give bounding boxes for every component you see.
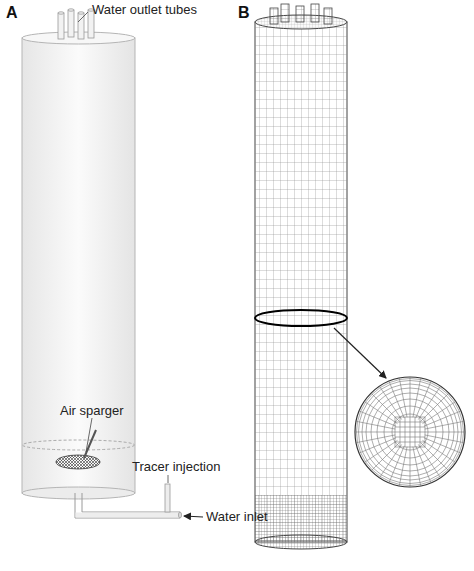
part-label: Water outlet tubes — [92, 3, 197, 17]
mesh-line — [418, 386, 440, 419]
mesh-line — [379, 444, 401, 477]
mesh-line — [425, 435, 464, 443]
mesh-line — [359, 438, 396, 453]
part-label: Air sparger — [60, 404, 124, 418]
mesh-line — [424, 411, 461, 426]
mesh-line — [395, 442, 425, 443]
panel-letter: B — [238, 4, 250, 22]
mesh-line — [355, 432, 395, 433]
mesh-line — [379, 386, 401, 419]
mesh-line — [424, 438, 461, 453]
cross-section-mesh — [355, 377, 465, 487]
mesh-line — [356, 435, 395, 443]
column-a — [22, 9, 203, 518]
mesh-line — [410, 447, 411, 487]
mesh-line — [416, 446, 431, 483]
mesh-line — [418, 444, 440, 477]
mesh-line — [410, 417, 411, 447]
mesh-line — [389, 446, 404, 483]
mesh-line — [399, 447, 407, 486]
mesh-line — [399, 378, 407, 417]
part-label: Water inlet — [206, 510, 268, 524]
mesh-line — [422, 401, 455, 423]
panel-letter: A — [6, 4, 18, 22]
mesh-line — [389, 381, 404, 418]
mesh-line — [425, 417, 426, 447]
mesh-line — [395, 437, 425, 438]
mesh-line — [413, 378, 421, 417]
mesh-line — [420, 417, 421, 447]
mesh-line — [415, 417, 416, 447]
column-b-mesh — [255, 4, 465, 549]
mesh-line — [356, 421, 395, 429]
mesh-line — [359, 411, 396, 426]
mesh-line — [425, 432, 465, 433]
mesh-line — [416, 381, 431, 418]
mesh-line — [364, 440, 397, 462]
mesh-line — [395, 447, 425, 448]
mesh-line — [410, 377, 411, 417]
mesh-line — [413, 447, 421, 486]
mesh-line — [422, 440, 455, 462]
mesh-line — [364, 401, 397, 423]
part-label: Tracer injection — [132, 460, 220, 474]
mesh-line — [425, 421, 464, 429]
mesh-line — [355, 377, 465, 487]
